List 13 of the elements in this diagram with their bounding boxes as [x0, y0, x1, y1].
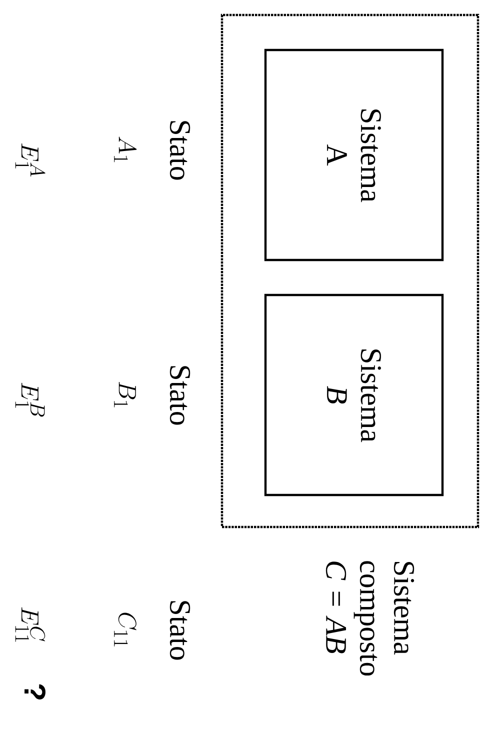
system-box: Sistema A	[264, 48, 444, 262]
dotted-box	[220, 14, 480, 528]
state-label: Stato	[170, 366, 190, 425]
state-label: Stato	[170, 601, 190, 660]
state-symbol: $E_{11}^C$	[15, 607, 46, 642]
question-mark: ?	[24, 684, 46, 700]
state-symbol: $A_1$	[114, 136, 137, 162]
state-symbol: $E_1^B$	[15, 382, 45, 417]
state-symbol: $C_{11}$	[114, 612, 136, 646]
state-symbol: $E_1^A$	[15, 144, 46, 177]
system-box: Sistema B	[264, 294, 444, 496]
state-label: Stato	[170, 121, 190, 180]
state-symbol: $B_1$	[114, 382, 136, 408]
